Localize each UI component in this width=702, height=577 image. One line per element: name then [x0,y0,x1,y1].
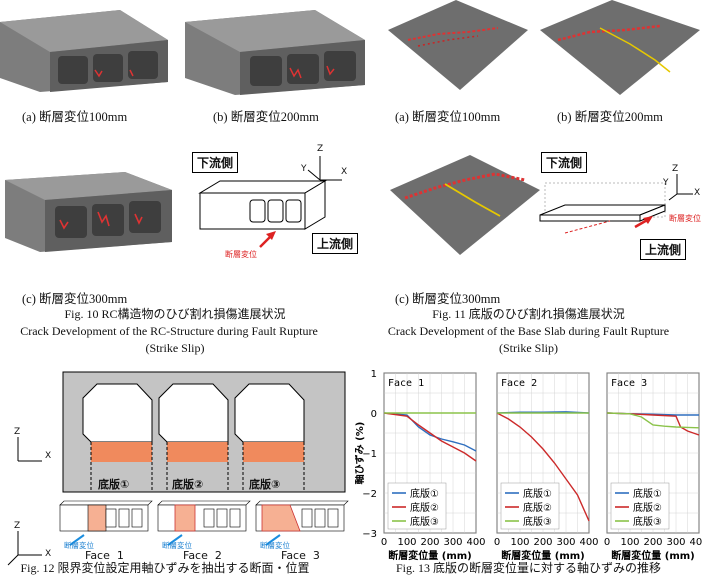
fig13-legend-label: 底版② [633,501,662,514]
fig10-sub-a: (a) 断層変位100mm [22,106,127,125]
fig13-xtick: 300 [443,537,462,548]
fig11-render-a [388,0,528,90]
fig12-axis-z2: Z [14,521,20,531]
fig10-caption-en2: (Strike Slip) [0,340,350,357]
fig10-sub-c: (c) 断層変位300mm [22,288,127,307]
fig10-caption-jp: Fig. 10 RC構造物のひび割れ損傷進展状況 [0,306,350,323]
fig11-fault-label: 断層変位 [669,213,701,224]
fig13-legend-label: 底版① [523,487,552,500]
face1-box [60,501,152,545]
fig11-axis-x: X [694,188,700,198]
fig10-render-c [0,150,175,255]
fig13-legend-label: 底版② [523,501,552,514]
fig12-axis-x2: X [45,549,51,559]
fig13-caption-jp: Fig. 13 底版の断層変位量に対する軸ひずみの推移 [355,560,702,577]
fig10-downstream-label: 下流側 [192,152,238,173]
fig10-axis-z: Z [317,144,323,154]
fig11-render-b [540,0,700,95]
face2-box [158,501,250,545]
fig11-downstream-label: 下流側 [541,152,587,173]
face3-box [256,501,348,545]
fig10-render-b [185,0,370,95]
fig13-xtick: 200 [420,537,439,548]
fig13-xtick: 200 [643,537,662,548]
fig11-caption-en1: Crack Development of the Base Slab durin… [355,323,702,340]
fig11-axes-icon [665,170,695,205]
fig13-xtick: 100 [510,537,529,548]
fig13-xtick: 0 [494,537,500,548]
fig13-legend-label: 底版③ [523,515,552,528]
fig13-xtick: 200 [533,537,552,548]
fig10-sub-b: (b) 断層変位200mm [213,106,319,125]
fig13-legend-label: 底版③ [633,515,662,528]
fig12-caption-jp: Fig. 12 限界変位設定用軸ひずみを抽出する断面・位置 [0,560,350,577]
fig13-xtick: 400 [689,537,702,548]
fig12-slab2-label: 底版② [172,476,203,492]
fig11-sub-a: (a) 断層変位100mm [395,106,500,125]
fig13-ytick: 0 [371,409,377,420]
fig11-render-c [390,150,540,255]
fig13-xtick: 400 [466,537,485,548]
fig11-upstream-label: 上流側 [640,239,686,260]
fig13-panel-title: Face 3 [611,378,647,389]
fig10-render-a [0,0,170,95]
fig12-slab3-label: 底版③ [249,476,280,492]
fig10-fault-label: 断層変位 [225,249,257,260]
fig13-ytick: −1 [362,449,377,460]
fig11-caption-en2: (Strike Slip) [355,340,702,357]
fig11-axis-y: Y [663,178,669,188]
fig13-panel-title: Face 2 [501,378,537,389]
fig11-sub-c: (c) 断層変位300mm [395,288,500,307]
fig13-ytick: −2 [362,489,377,500]
fig12-axis-z: Z [14,427,20,437]
fig12-slab1-label: 底版① [98,476,129,492]
fig13-legend-label: 底版③ [410,515,439,528]
fig10-axis-x: X [341,167,347,177]
fig11-sub-b: (b) 断層変位200mm [557,106,663,125]
fig11-caption-jp: Fig. 11 底版のひび割れ損傷進展状況 [355,306,702,323]
fig13-ytick: 1 [371,369,377,380]
fig12-axis-x: X [45,451,51,461]
fig13-xtick: 0 [381,537,387,548]
fig10-axis-y: Y [301,164,307,174]
fig13-xtick: 400 [579,537,598,548]
fig13-legend-label: 底版② [410,501,439,514]
fig13-ytick: −3 [362,529,377,540]
fig13-xtick: 0 [604,537,610,548]
fig13-panel-title: Face 1 [388,378,424,389]
fig13-xtick: 300 [666,537,685,548]
fig10-caption-en1: Crack Development of the RC-Structure du… [0,323,350,340]
fig13-xtick: 100 [620,537,639,548]
fig13-xtick: 300 [556,537,575,548]
fig13-legend-label: 底版① [410,487,439,500]
fig11-axis-z: Z [672,164,678,174]
fig13-xtick: 100 [397,537,416,548]
fig10-upstream-label: 上流側 [312,233,358,254]
fig13-legend-label: 底版① [633,487,662,500]
